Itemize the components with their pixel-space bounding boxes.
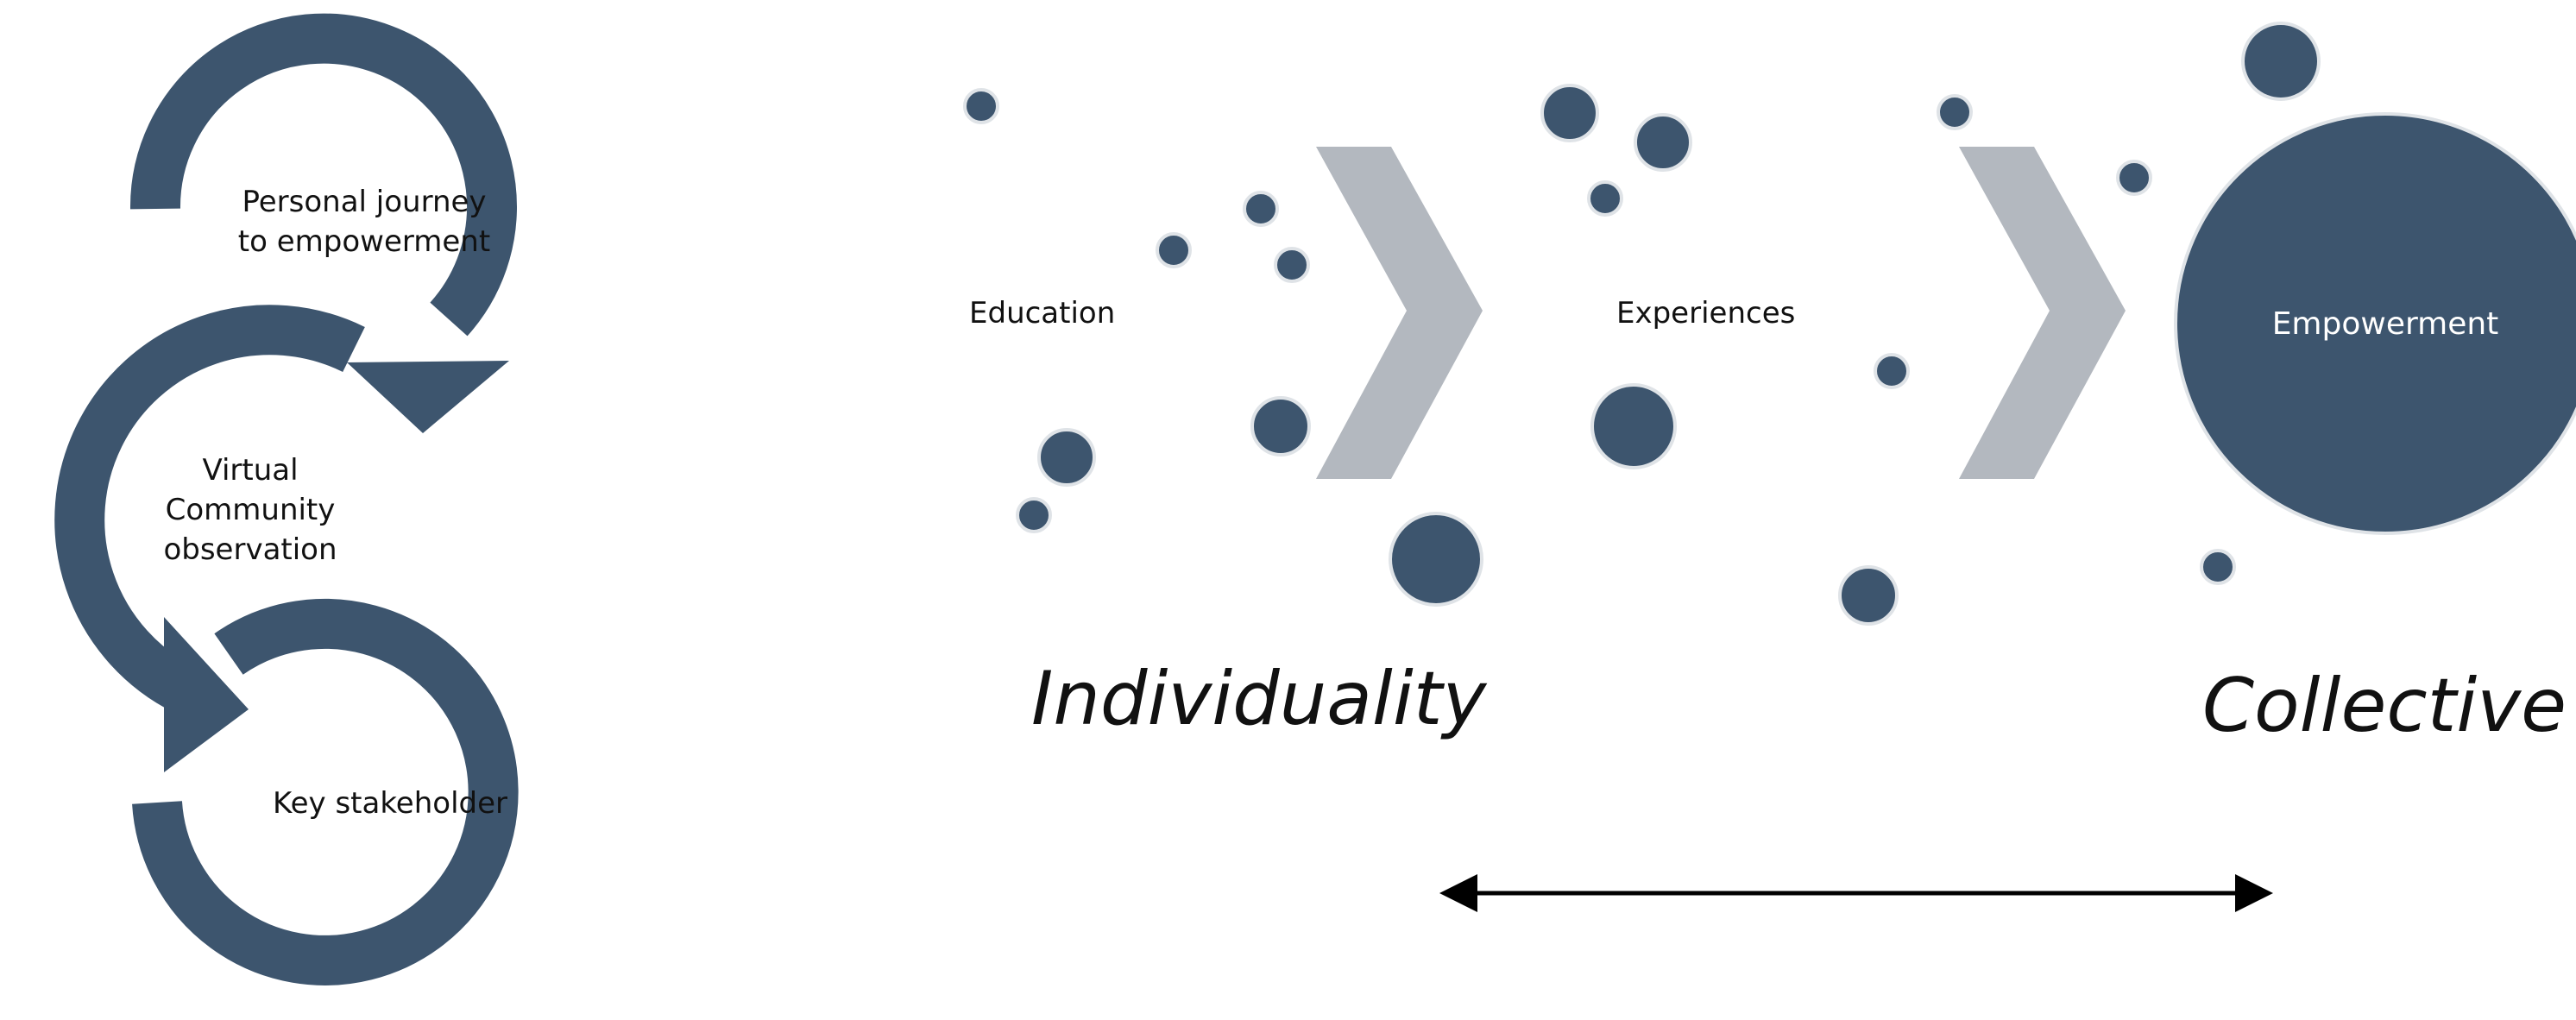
stage-label-experiences: Experiences — [1616, 296, 1796, 331]
dot — [2116, 160, 2152, 196]
dot — [1156, 232, 1192, 268]
cycle-arrowhead-1 — [347, 361, 509, 433]
dot — [1540, 84, 1599, 142]
cycle-label-key-stakeholder: Key stakeholder — [273, 786, 507, 821]
cycle-arrowhead-2 — [164, 617, 249, 772]
dot — [1590, 383, 1677, 469]
dot — [1587, 180, 1623, 217]
cycle-label-personal-journey: Personal journey to empowerment — [237, 185, 491, 259]
dot — [1274, 247, 1310, 283]
chevron-1 — [1316, 147, 1483, 479]
individuality-collective-arrow — [1439, 874, 2273, 912]
dot — [2241, 22, 2321, 101]
dot — [1634, 113, 1692, 172]
dot — [1250, 396, 1311, 456]
dot — [1874, 353, 1910, 389]
dot — [2200, 549, 2236, 585]
dot — [1243, 191, 1279, 227]
cycle-label-virtual-community: Virtual Community observation — [163, 453, 337, 567]
cycle-arrow-3 — [132, 598, 519, 985]
chevron-2 — [1959, 147, 2126, 479]
dot — [963, 88, 999, 124]
axis-label-collective: Collective — [2202, 663, 2567, 749]
stage-label-education: Education — [969, 296, 1116, 331]
cycle-arrow-1 — [129, 13, 517, 337]
dot — [1016, 497, 1052, 533]
dot — [1389, 512, 1483, 607]
dot — [1838, 565, 1899, 626]
stage-label-empowerment: Empowerment — [2271, 306, 2499, 342]
dot — [1037, 428, 1096, 487]
empowerment-circle — [2174, 112, 2576, 535]
dot — [1937, 94, 1973, 130]
cycle-arrow-2 — [54, 305, 365, 713]
axis-label-individuality: Individuality — [1031, 656, 1487, 742]
